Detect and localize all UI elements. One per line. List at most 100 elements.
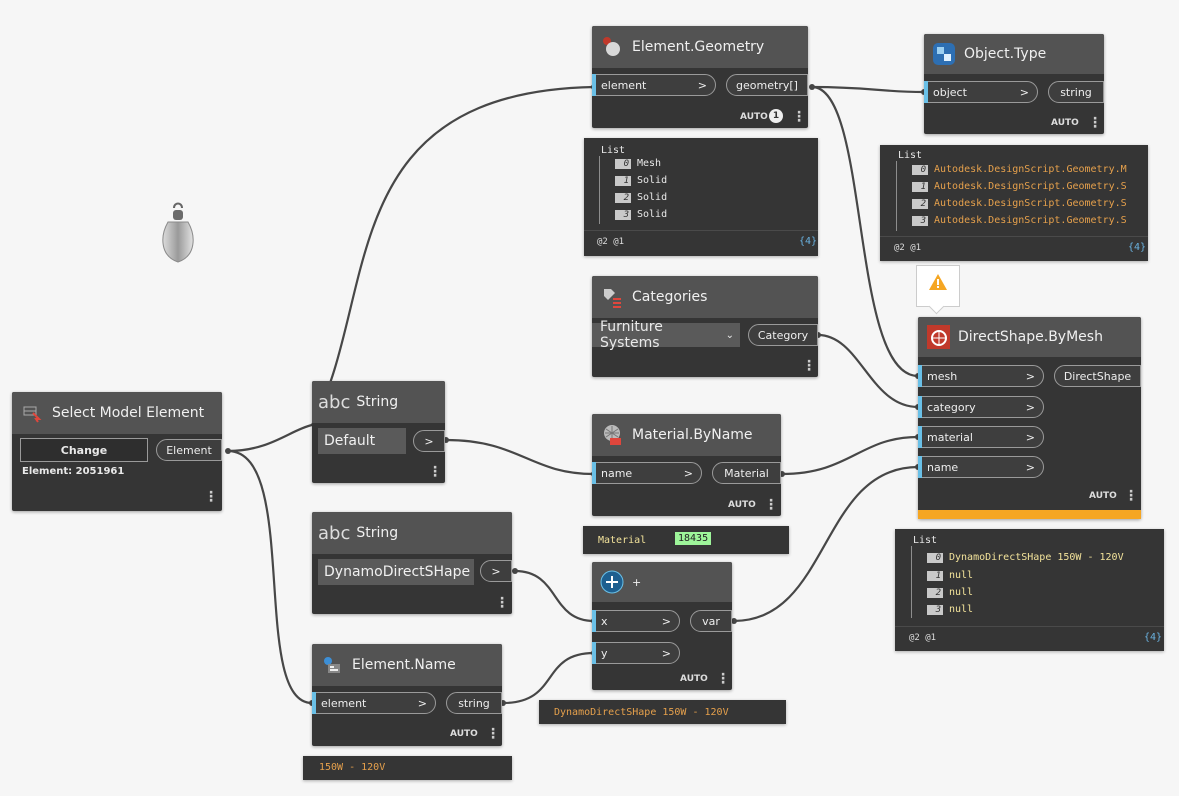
node-header[interactable]: Select Model Element [12,392,222,434]
warning-status-bar [918,510,1141,519]
port-label: name [601,466,633,480]
wire-geometry-to-objecttype [811,85,925,94]
node-title: Select Model Element [52,405,205,421]
object-type-icon [932,42,956,66]
node-header[interactable]: Categories [592,276,818,318]
categories-icon [600,285,624,309]
port-arrow: > [1025,430,1035,444]
node-header[interactable]: DirectShape.ByMesh [918,317,1141,357]
lacing-auto-label[interactable]: AUTO [728,500,756,510]
add-result-preview: DynamoDirectSHape 150W - 120V [539,700,786,724]
port-arrow: > [683,466,693,480]
output-port-material[interactable]: Material [712,462,781,484]
more-menu-icon[interactable]: ⋮ [802,358,816,374]
string-node-default[interactable]: abc String Default > ⋮ [312,381,445,483]
output-port-var[interactable]: var [690,610,732,632]
warning-bubble[interactable] [916,265,960,315]
input-port-material[interactable]: material> [918,426,1044,448]
add-node[interactable]: + x> y> var AUTO ⋮ [592,562,732,690]
material-byname-node[interactable]: Material.ByName name > Material AUTO ⋮ [592,414,781,516]
node-title: String [356,525,399,541]
more-menu-icon[interactable]: ⋮ [204,489,218,505]
categories-node[interactable]: Categories Furniture Systems ⌄ Category … [592,276,818,377]
port-label: y [601,646,608,660]
string-value-input[interactable]: DynamoDirectSHape [318,559,474,585]
cursor-select-icon [20,401,44,425]
object-type-node[interactable]: Object.Type object> string AUTO ⋮ [924,34,1104,134]
lacing-auto-label[interactable]: AUTO [450,729,478,739]
more-menu-icon[interactable]: ⋮ [764,497,778,513]
list-levels: @2 @1 [909,633,937,643]
output-port-string[interactable]: string [446,692,502,714]
node-header[interactable]: Element.Geometry [592,26,808,68]
output-port[interactable]: > [480,560,512,582]
input-port-mesh[interactable]: mesh> [918,365,1044,387]
input-port-x[interactable]: x> [592,610,680,632]
output-port[interactable]: > [413,430,445,452]
string-value-input[interactable]: Default [318,428,406,454]
port-arrow: > [661,646,671,660]
port-label: category [927,400,976,414]
abc-icon: abc [318,522,351,544]
lacing-auto-label[interactable]: AUTO [1051,118,1079,128]
output-port-directshape[interactable]: DirectShape [1054,365,1141,387]
input-port-name[interactable]: name> [918,456,1044,478]
output-port-string[interactable]: string [1048,81,1104,103]
directshape-bymesh-node[interactable]: DirectShape.ByMesh mesh> category> mater… [918,317,1141,519]
more-menu-icon[interactable]: ⋮ [495,595,509,611]
node-title: Material.ByName [632,427,753,443]
select-model-element-node[interactable]: Select Model Element Change Element Elem… [12,392,222,511]
string-node-dynamodirectshape[interactable]: abc String DynamoDirectSHape > ⋮ [312,512,512,614]
change-button[interactable]: Change [20,438,148,462]
port-label: element [321,696,367,710]
more-menu-icon[interactable]: ⋮ [716,671,730,687]
list-rail [599,156,600,224]
input-port-element[interactable]: element> [592,74,716,96]
list-levels: @2 @1 [597,237,625,247]
wire-name-to-y [502,651,595,705]
info-badge[interactable]: 1 [769,109,783,123]
node-header[interactable]: Element.Name [312,644,502,686]
lacing-auto-label[interactable]: AUTO [740,112,768,122]
more-menu-icon[interactable]: ⋮ [486,726,500,742]
node-header[interactable]: abc String [312,512,512,554]
node-header[interactable]: + [592,562,732,602]
more-menu-icon[interactable]: ⋮ [1088,115,1102,131]
more-menu-icon[interactable]: ⋮ [792,109,806,125]
output-port-category[interactable]: Category [748,324,818,346]
input-port-object[interactable]: object> [924,81,1038,103]
list-levels: @2 @1 [894,243,922,253]
material-icon [600,423,624,447]
dropdown-value: Furniture Systems [600,319,663,351]
wire-geometry-to-mesh [811,85,919,378]
output-port-element[interactable]: Element [156,439,222,461]
input-port-element[interactable]: element> [312,692,436,714]
node-header[interactable]: Object.Type [924,34,1104,74]
port-arrow: > [1019,85,1029,99]
element-geometry-node[interactable]: Element.Geometry element> geometry[] AUT… [592,26,808,128]
element-name-node[interactable]: Element.Name element> string AUTO ⋮ [312,644,502,746]
output-port-geometry[interactable]: geometry[] [726,74,808,96]
node-header[interactable]: abc String [312,381,445,423]
input-port-y[interactable]: y> [592,642,680,664]
category-dropdown[interactable]: Furniture Systems ⌄ [592,319,740,351]
node-header[interactable]: Material.ByName [592,414,781,456]
list-title: List [601,145,626,156]
wire-element-to-elementname [227,449,313,705]
wire-element-to-geometry [227,423,313,453]
lacing-auto-label[interactable]: AUTO [1089,491,1117,501]
list-count: {4} [1144,632,1163,643]
node-title: Element.Geometry [632,39,765,55]
node-title: Categories [632,289,708,305]
input-port-name[interactable]: name > [592,462,702,484]
more-menu-icon[interactable]: ⋮ [428,464,442,480]
wire-category-to-ds [817,333,919,409]
lacing-auto-label[interactable]: AUTO [680,674,708,684]
more-menu-icon[interactable]: ⋮ [1124,488,1138,504]
node-title: Object.Type [964,46,1047,62]
input-port-category[interactable]: category> [918,396,1044,418]
